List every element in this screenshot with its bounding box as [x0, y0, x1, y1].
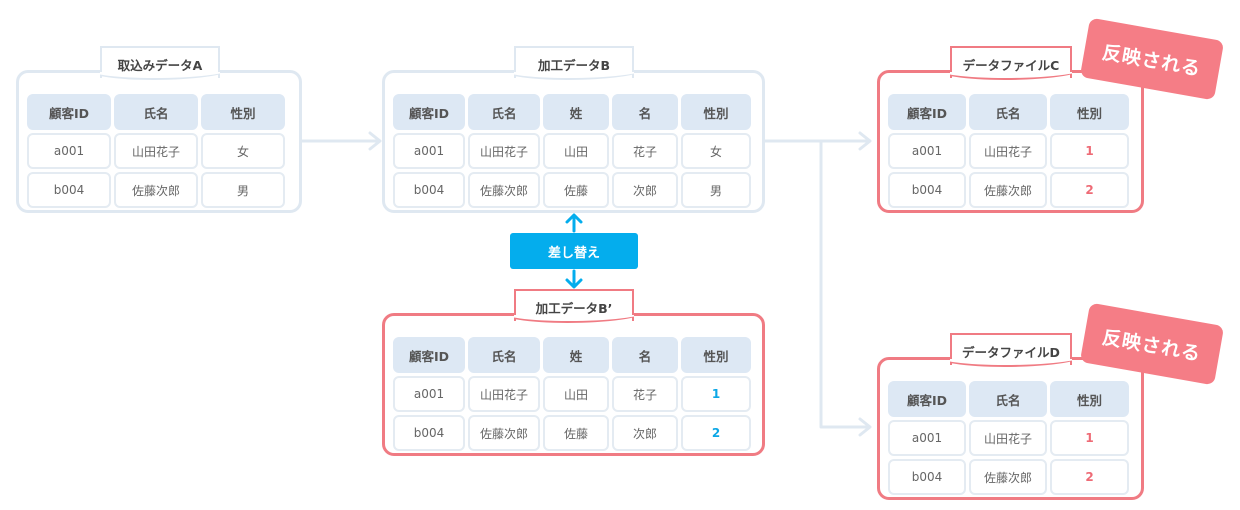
table-cell-changed: 2 [681, 415, 751, 451]
table-cell: 佐藤 [543, 415, 609, 451]
table-c-grid: 顧客ID 氏名 性別 a001 山田花子 1 b004 佐藤次郎 2 [888, 94, 1129, 208]
table-cell: a001 [27, 133, 111, 169]
table-cell: b004 [393, 415, 465, 451]
table-box-b: 顧客ID 氏名 姓 名 性別 a001 山田花子 山田 花子 女 b004 佐藤… [382, 70, 765, 213]
table-cell: 佐藤 [543, 172, 609, 208]
title-tab-fold [100, 72, 220, 84]
header-cell: 顧客ID [27, 94, 111, 130]
table-b-prime-title-text: 加工データB’ [535, 301, 613, 316]
table-cell: 佐藤次郎 [468, 172, 540, 208]
table-cell: a001 [393, 133, 465, 169]
table-cell: b004 [27, 172, 111, 208]
table-cell: 山田花子 [969, 420, 1047, 456]
table-a-title-text: 取込みデータA [117, 58, 203, 73]
header-cell: 性別 [1050, 94, 1129, 130]
title-tab-fold [514, 72, 634, 84]
table-cell: a001 [888, 420, 966, 456]
table-box-a: 顧客ID 氏名 性別 a001 山田花子 女 b004 佐藤次郎 男 [16, 70, 302, 213]
table-cell: 次郎 [612, 415, 678, 451]
table-cell: a001 [888, 133, 966, 169]
header-cell: 性別 [681, 94, 751, 130]
table-cell: b004 [393, 172, 465, 208]
table-cell: 佐藤次郎 [969, 172, 1047, 208]
header-cell: 氏名 [468, 94, 540, 130]
header-cell: 顧客ID [888, 94, 966, 130]
header-cell: 姓 [543, 337, 609, 373]
table-b-grid: 顧客ID 氏名 姓 名 性別 a001 山田花子 山田 花子 女 b004 佐藤… [393, 94, 751, 208]
header-cell: 氏名 [969, 94, 1047, 130]
table-cell: 花子 [612, 133, 678, 169]
table-cell: b004 [888, 172, 966, 208]
title-tab-fold [950, 72, 1072, 84]
header-cell: 名 [612, 94, 678, 130]
title-tab-fold [514, 315, 634, 327]
table-cell: b004 [888, 459, 966, 495]
header-cell: 氏名 [114, 94, 198, 130]
table-cell: 男 [201, 172, 285, 208]
header-cell: 性別 [201, 94, 285, 130]
table-a-title: 取込みデータA [100, 46, 220, 78]
table-cell-changed: 2 [1050, 459, 1129, 495]
table-d-grid: 顧客ID 氏名 性別 a001 山田花子 1 b004 佐藤次郎 2 [888, 381, 1129, 495]
table-cell: 山田 [543, 133, 609, 169]
table-cell: 山田 [543, 376, 609, 412]
table-b-title-text: 加工データB [537, 58, 611, 73]
table-cell: 山田花子 [114, 133, 198, 169]
table-box-c: 顧客ID 氏名 性別 a001 山田花子 1 b004 佐藤次郎 2 [877, 70, 1144, 213]
table-d-title: データファイルD [950, 333, 1072, 365]
header-cell: 氏名 [468, 337, 540, 373]
table-b-title: 加工データB [514, 46, 634, 78]
header-cell: 性別 [1050, 381, 1129, 417]
table-c-title: データファイルC [950, 46, 1072, 78]
table-cell: 山田花子 [969, 133, 1047, 169]
table-cell: a001 [393, 376, 465, 412]
header-cell: 姓 [543, 94, 609, 130]
header-cell: 性別 [681, 337, 751, 373]
table-c-title-text: データファイルC [962, 58, 1060, 73]
header-cell: 名 [612, 337, 678, 373]
table-cell-changed: 1 [1050, 420, 1129, 456]
header-cell: 顧客ID [393, 94, 465, 130]
table-cell: 女 [201, 133, 285, 169]
table-b-prime-grid: 顧客ID 氏名 姓 名 性別 a001 山田花子 山田 花子 1 b004 佐藤… [393, 337, 751, 451]
table-cell: 山田花子 [468, 133, 540, 169]
swap-label: 差し替え [510, 233, 638, 269]
table-cell: 佐藤次郎 [969, 459, 1047, 495]
table-cell-changed: 1 [1050, 133, 1129, 169]
header-cell: 顧客ID [888, 381, 966, 417]
table-cell: 女 [681, 133, 751, 169]
table-b-prime-title: 加工データB’ [514, 289, 634, 321]
header-cell: 顧客ID [393, 337, 465, 373]
table-cell-changed: 1 [681, 376, 751, 412]
table-cell: 男 [681, 172, 751, 208]
title-tab-fold [950, 359, 1072, 371]
table-cell-changed: 2 [1050, 172, 1129, 208]
table-d-title-text: データファイルD [962, 345, 1060, 360]
table-cell: 佐藤次郎 [114, 172, 198, 208]
table-box-b-prime: 顧客ID 氏名 姓 名 性別 a001 山田花子 山田 花子 1 b004 佐藤… [382, 313, 765, 456]
header-cell: 氏名 [969, 381, 1047, 417]
table-box-d: 顧客ID 氏名 性別 a001 山田花子 1 b004 佐藤次郎 2 [877, 357, 1144, 500]
table-cell: 次郎 [612, 172, 678, 208]
table-cell: 佐藤次郎 [468, 415, 540, 451]
table-cell: 山田花子 [468, 376, 540, 412]
table-cell: 花子 [612, 376, 678, 412]
table-a-grid: 顧客ID 氏名 性別 a001 山田花子 女 b004 佐藤次郎 男 [27, 94, 285, 208]
